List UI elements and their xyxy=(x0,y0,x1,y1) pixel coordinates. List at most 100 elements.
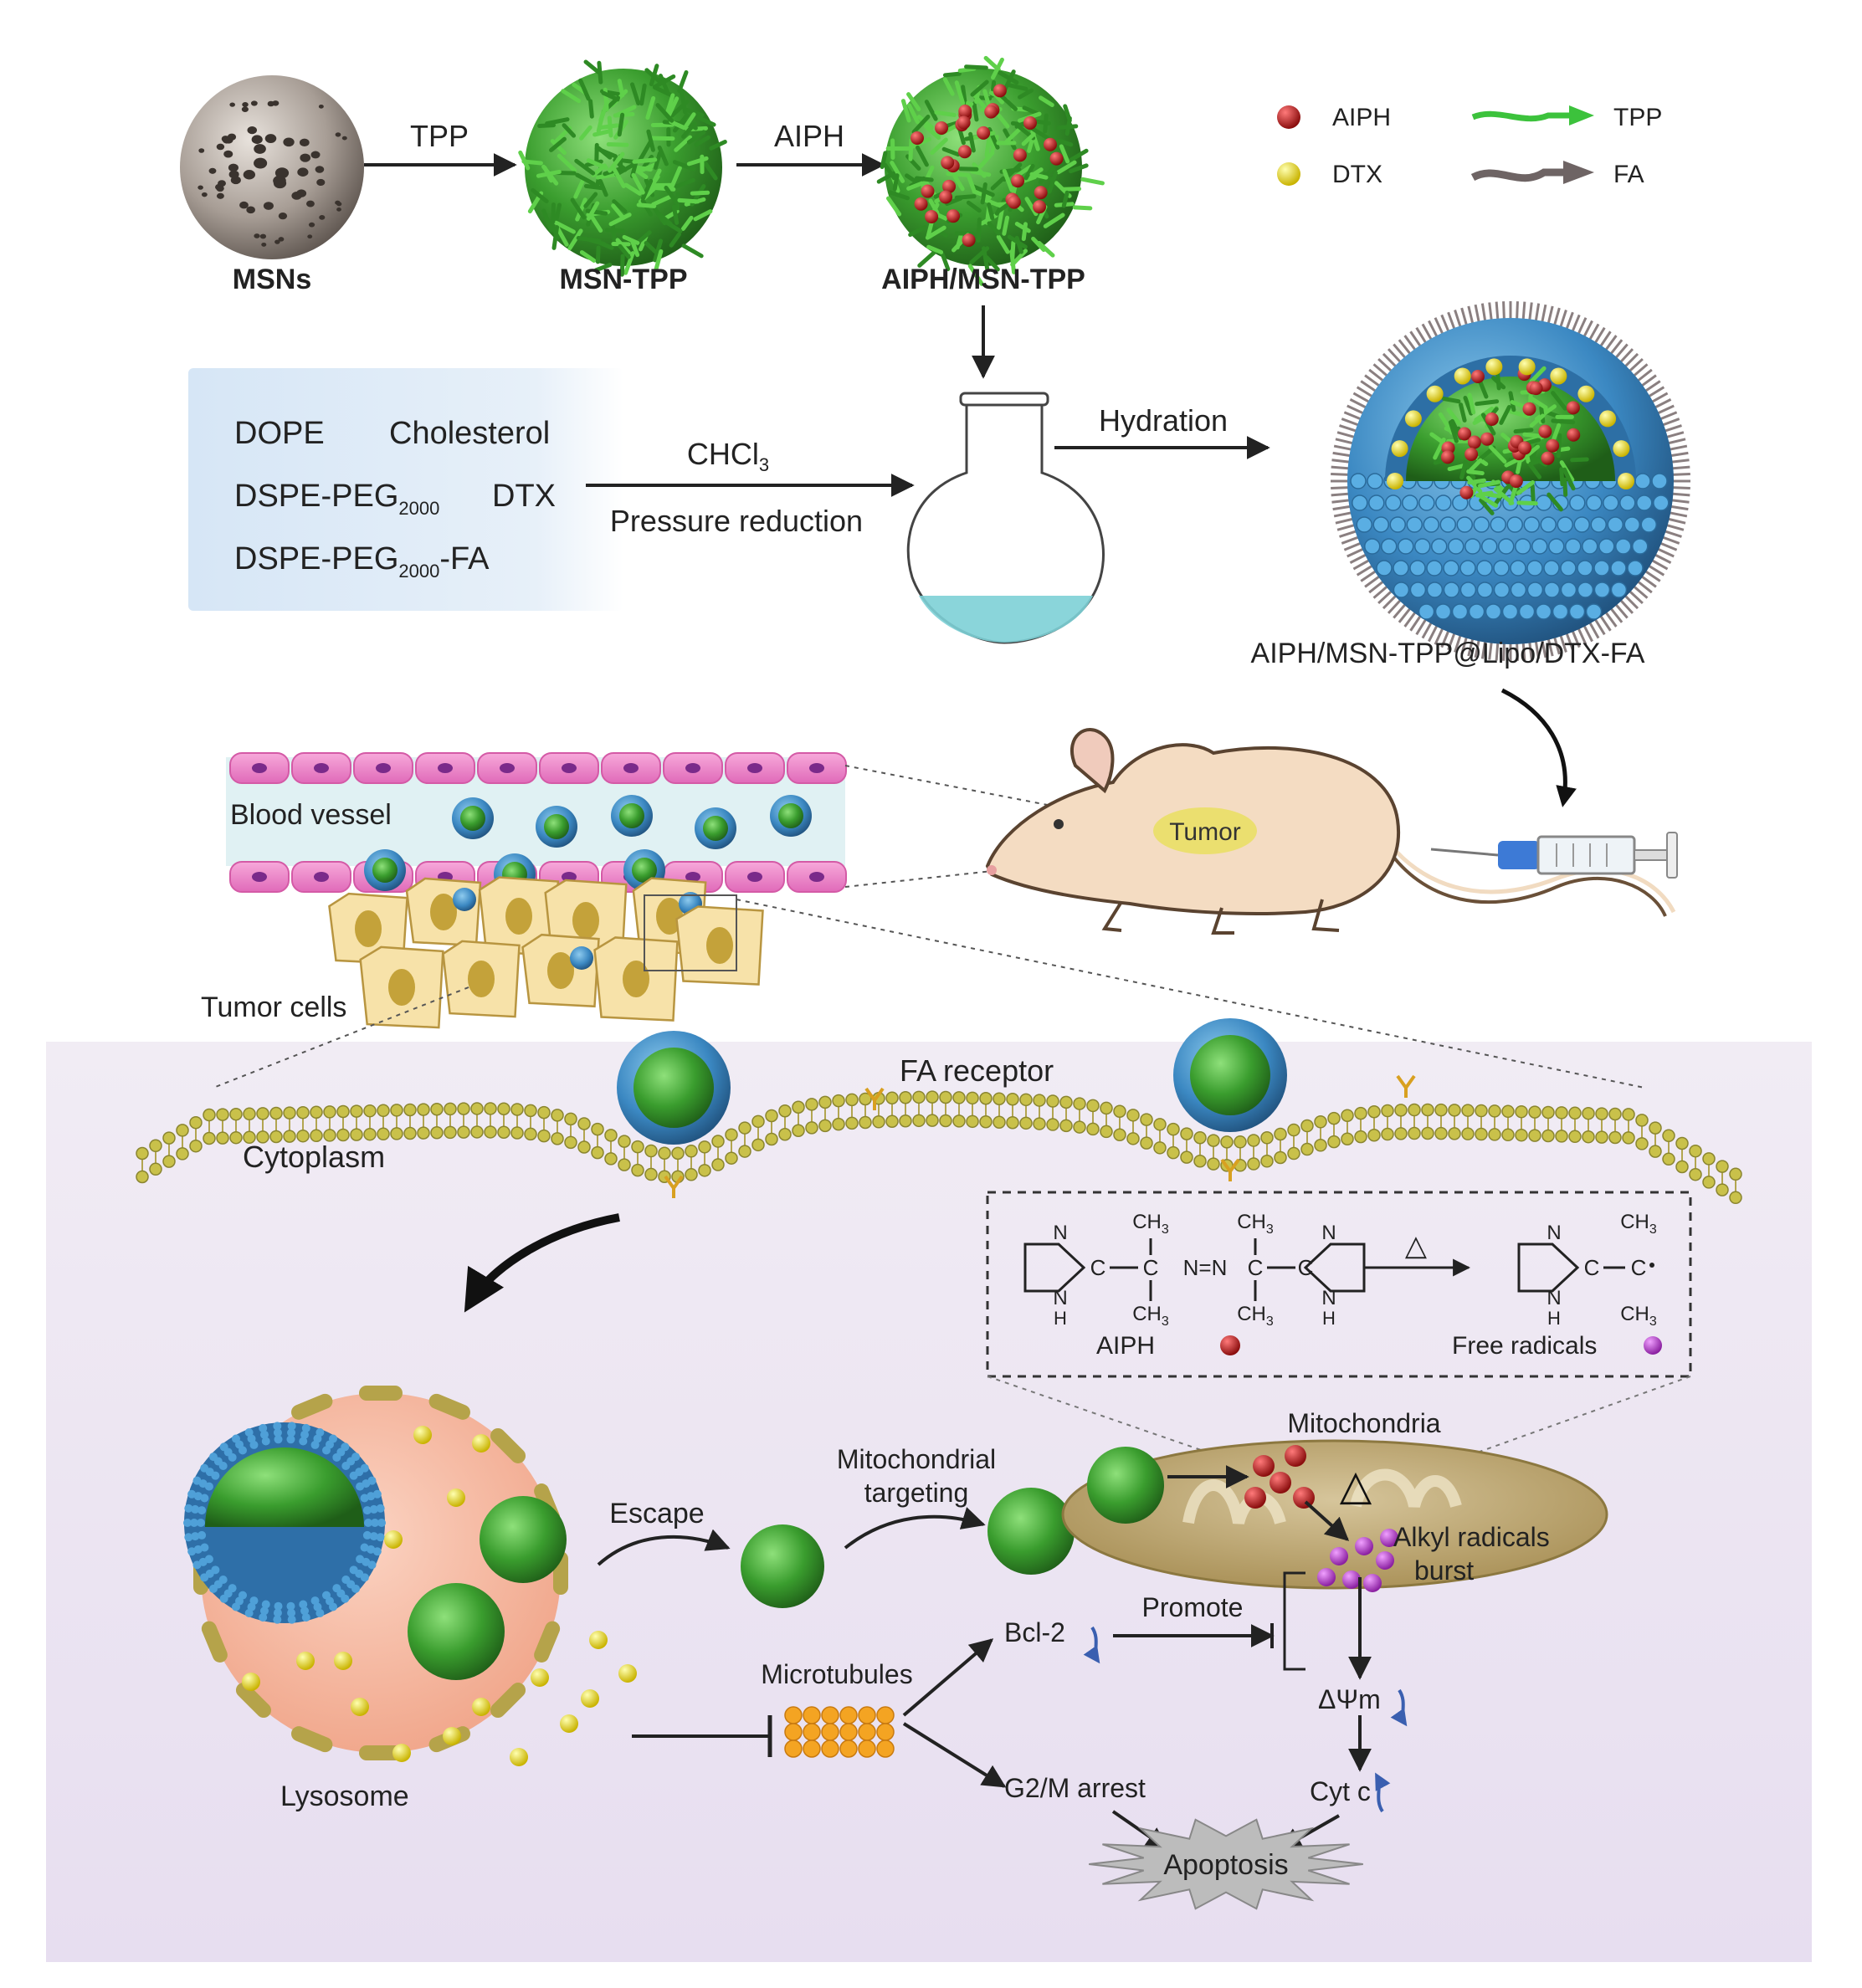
lipid-head xyxy=(288,1422,296,1430)
lipid-head xyxy=(364,1105,376,1117)
lipid-head xyxy=(1181,1151,1193,1163)
lipid-head xyxy=(391,1128,403,1140)
tpp-spike xyxy=(945,74,959,75)
lipid-head xyxy=(1596,1108,1608,1120)
msn-pore xyxy=(283,137,294,146)
lipid-head xyxy=(1453,604,1468,619)
lipid-head xyxy=(806,1122,818,1134)
aiph-dot xyxy=(1008,196,1021,209)
ring-h: H xyxy=(1054,1308,1067,1329)
lipid-head xyxy=(886,1115,898,1127)
lipid-head xyxy=(1427,561,1442,576)
tpp-spike xyxy=(599,63,601,82)
lipid-head xyxy=(1542,1130,1554,1142)
lipid-head xyxy=(551,1133,563,1145)
ring-n: N xyxy=(1053,1222,1067,1244)
lipid-head xyxy=(1516,1130,1527,1141)
lipid-head xyxy=(288,1616,296,1624)
lipid-head xyxy=(177,1125,188,1136)
carbon: C xyxy=(1143,1255,1159,1280)
tpp-spike xyxy=(1469,472,1483,474)
aiph-dot xyxy=(958,145,972,158)
lipid-head xyxy=(163,1155,175,1167)
lipid-head xyxy=(1275,1151,1286,1163)
dtx-dot xyxy=(1387,473,1403,489)
lipid-head xyxy=(1549,539,1564,554)
tumor-nucleus xyxy=(505,898,532,935)
lipid-head xyxy=(1444,582,1459,597)
lipid-head xyxy=(1486,604,1501,619)
lipid-head xyxy=(1470,604,1485,619)
lipid-head xyxy=(1034,1094,1045,1106)
tumor-label: Tumor xyxy=(1169,818,1241,846)
endothelial-nucleus xyxy=(747,872,762,882)
aiph-dot xyxy=(915,197,928,211)
lipid-head xyxy=(712,1135,724,1147)
tpp-spike xyxy=(936,112,954,115)
aiph-dot xyxy=(977,126,990,140)
aiph-dot xyxy=(957,116,971,130)
lipid-head xyxy=(1427,582,1442,597)
lipid-head xyxy=(873,1116,885,1128)
endothelial-nucleus xyxy=(314,763,329,773)
lipid-head xyxy=(1403,495,1418,510)
tpp-spike xyxy=(1565,479,1566,494)
aiph-dot xyxy=(1011,174,1024,187)
lipid-head xyxy=(404,1128,416,1140)
lipid-head xyxy=(1382,1105,1393,1117)
lipid-head xyxy=(217,1132,228,1144)
membrane-particle-left xyxy=(617,1031,731,1145)
msn-pore xyxy=(316,179,325,186)
lipid-head xyxy=(150,1140,162,1151)
lipid-head xyxy=(1623,1109,1634,1120)
tpp-spike xyxy=(1064,189,1080,190)
lipid-head xyxy=(200,1573,208,1581)
lipid-head xyxy=(980,1093,992,1104)
lipid-head xyxy=(431,1104,443,1115)
msn-pore xyxy=(264,202,274,210)
lipid-head xyxy=(1494,561,1509,576)
circulating-core xyxy=(460,806,485,831)
tpp-spike xyxy=(1470,480,1485,482)
ring-h: H xyxy=(1547,1308,1561,1329)
aiph-dot xyxy=(1464,448,1478,461)
lipid-head xyxy=(485,1126,496,1138)
aiph-dot xyxy=(1033,200,1046,213)
lipid-head xyxy=(1609,1109,1621,1120)
tpp-spike xyxy=(1532,486,1533,500)
tpp-spike xyxy=(1553,421,1573,423)
lipid-head xyxy=(1494,582,1509,597)
lipid-head xyxy=(310,1106,322,1118)
lipid-head xyxy=(565,1113,577,1125)
tumor-nucleus xyxy=(623,961,649,997)
tumor-cells-cluster xyxy=(329,878,762,1028)
lipid-head xyxy=(1386,495,1401,510)
lipid-head xyxy=(183,1519,192,1527)
tpp-spike xyxy=(1572,459,1588,460)
lipid-head xyxy=(1527,561,1542,576)
lipid-head xyxy=(244,1108,255,1120)
radical-dot xyxy=(1649,1263,1654,1268)
msn-pore xyxy=(309,223,315,228)
lipid-head xyxy=(1596,1131,1608,1143)
aiph-dot xyxy=(1567,401,1580,414)
lipid-head xyxy=(259,1424,267,1432)
lipid-head xyxy=(1100,1102,1112,1114)
lipid-head xyxy=(1462,1128,1474,1140)
tubulin-unit xyxy=(785,1740,802,1757)
lipid-head xyxy=(953,1092,965,1104)
lipid-head xyxy=(431,1127,443,1139)
lipid-head xyxy=(1524,517,1539,532)
dtx-dot xyxy=(392,1744,411,1762)
lipid-head xyxy=(592,1124,603,1135)
lipid-head xyxy=(1649,1145,1661,1157)
lipid-head xyxy=(1435,1104,1447,1116)
lipid-head xyxy=(1368,1106,1380,1118)
tubulin-unit xyxy=(859,1724,875,1740)
lipid-head xyxy=(833,1095,844,1107)
lipid-head xyxy=(297,1107,309,1119)
carbon: C xyxy=(1248,1255,1264,1280)
lipid-head xyxy=(1248,1135,1259,1146)
msn-pore xyxy=(198,148,204,152)
